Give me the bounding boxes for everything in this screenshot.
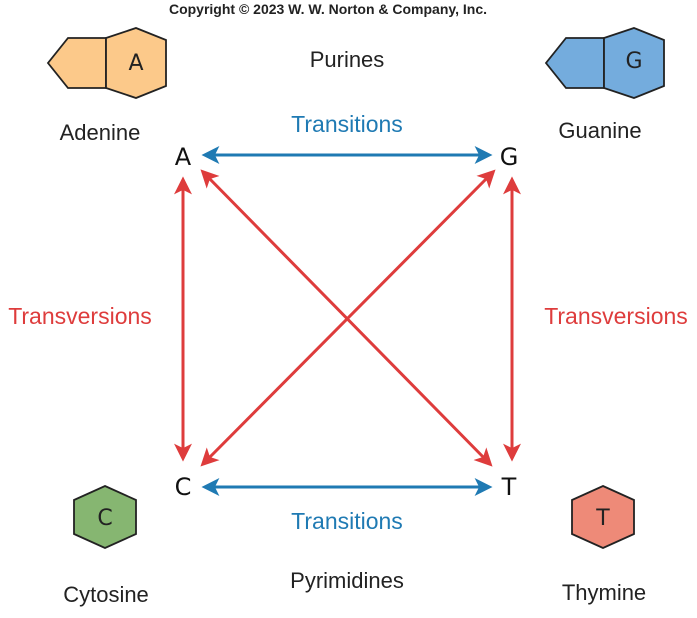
purines-label: Purines — [310, 47, 385, 72]
adenine-ring-letter: A — [128, 51, 143, 76]
cytosine-label: Cytosine — [63, 582, 149, 607]
thymine-label: Thymine — [562, 580, 646, 605]
transversions-right-label: Transversions — [544, 303, 688, 329]
node-a: A — [175, 143, 192, 171]
pyrimidines-label: Pyrimidines — [290, 568, 404, 593]
node-c: C — [175, 473, 192, 501]
guanine-label: Guanine — [558, 118, 641, 143]
cytosine-ring-letter: C — [97, 506, 112, 531]
cytosine-structure-icon: C — [73, 485, 137, 549]
guanine-structure-icon: G — [544, 27, 665, 99]
adenine-structure-icon: A — [46, 27, 167, 99]
adenine-label: Adenine — [60, 120, 141, 145]
node-t: T — [501, 473, 517, 501]
node-g: G — [500, 143, 519, 171]
thymine-ring-letter: T — [595, 506, 610, 531]
transitions-top-label: Transitions — [291, 111, 403, 137]
transversions-left-label: Transversions — [8, 303, 152, 329]
copyright-text: Copyright © 2023 W. W. Norton & Company,… — [169, 1, 487, 17]
transitions-bottom-label: Transitions — [291, 508, 403, 534]
guanine-ring-letter: G — [625, 49, 642, 74]
transversion-arrow-g-c — [200, 169, 496, 467]
thymine-structure-icon: T — [571, 485, 635, 549]
